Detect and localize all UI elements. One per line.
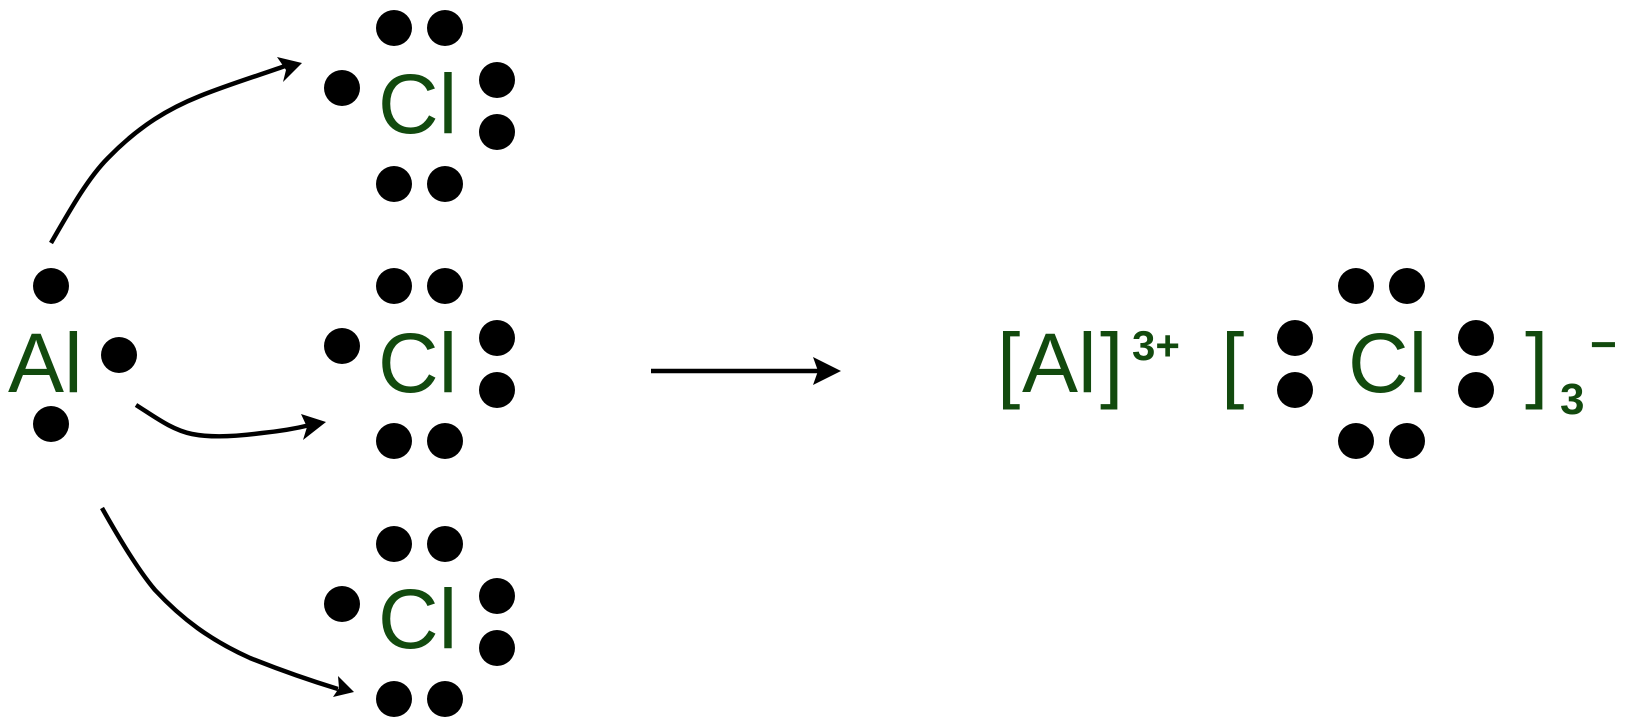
- chlorine-electron: [479, 114, 515, 150]
- aluminium-electron-bottom: [33, 406, 69, 442]
- curved-arrow-icon: [134, 403, 326, 440]
- chlorine-electron: [479, 578, 515, 614]
- chlorine-electron: [427, 423, 463, 459]
- chlorine-electron: [479, 62, 515, 98]
- chlorine-electron: [324, 586, 360, 622]
- chlorine-electron: [427, 10, 463, 46]
- anion-close-bracket: ]: [1525, 316, 1548, 410]
- product-ionic-compound: [ Al ] 3+ [ Cl ] 3 −: [997, 268, 1617, 459]
- aluminium-atom: Al: [8, 268, 137, 442]
- cation-close-bracket: ]: [1100, 316, 1123, 410]
- chlorine-atom-top: Cl: [324, 10, 515, 202]
- chlorine-electron: [479, 630, 515, 666]
- chlorine-electron: [376, 10, 412, 46]
- chlorine-electron: [376, 423, 412, 459]
- chlorine-electron: [376, 681, 412, 717]
- chlorine-symbol: Cl: [378, 316, 457, 410]
- chlorine-symbol: Cl: [378, 57, 457, 151]
- anion-symbol: Cl: [1348, 316, 1427, 410]
- cation-symbol: Al: [1022, 316, 1097, 410]
- chlorine-electron: [376, 166, 412, 202]
- chloride-electron: [1338, 268, 1374, 304]
- chloride-electron: [1389, 268, 1425, 304]
- chlorine-electron: [479, 372, 515, 408]
- anion-charge: −: [1590, 318, 1617, 370]
- chloride-electron: [1458, 320, 1494, 356]
- chloride-electron: [1458, 372, 1494, 408]
- anion-open-bracket: [: [1221, 316, 1244, 410]
- chlorine-atom-bottom: Cl: [324, 526, 515, 717]
- chlorine-electron: [427, 526, 463, 562]
- chlorine-symbol: Cl: [378, 572, 457, 666]
- cation-charge: 3+: [1132, 322, 1180, 369]
- chlorine-electron: [324, 328, 360, 364]
- curved-arrow-icon: [49, 57, 302, 245]
- anion-subscript: 3: [1560, 375, 1584, 424]
- cation-open-bracket: [: [997, 316, 1020, 410]
- aluminium-symbol: Al: [8, 316, 83, 410]
- chlorine-electron: [427, 268, 463, 304]
- chloride-electron: [1277, 372, 1313, 408]
- chlorine-electron: [479, 320, 515, 356]
- chloride-electron: [1277, 320, 1313, 356]
- right-arrow-icon: [651, 357, 841, 385]
- chlorine-electron: [427, 681, 463, 717]
- chloride-electron: [1389, 423, 1425, 459]
- chlorine-electron: [376, 526, 412, 562]
- aluminium-electron-top: [33, 268, 69, 304]
- chlorine-electron: [324, 70, 360, 106]
- aluminium-electron-right: [101, 337, 137, 373]
- chlorine-electron: [376, 268, 412, 304]
- chloride-electron: [1338, 423, 1374, 459]
- chlorine-electron: [427, 166, 463, 202]
- curved-arrow-icon: [100, 506, 354, 697]
- chlorine-atom-middle: Cl: [324, 268, 515, 459]
